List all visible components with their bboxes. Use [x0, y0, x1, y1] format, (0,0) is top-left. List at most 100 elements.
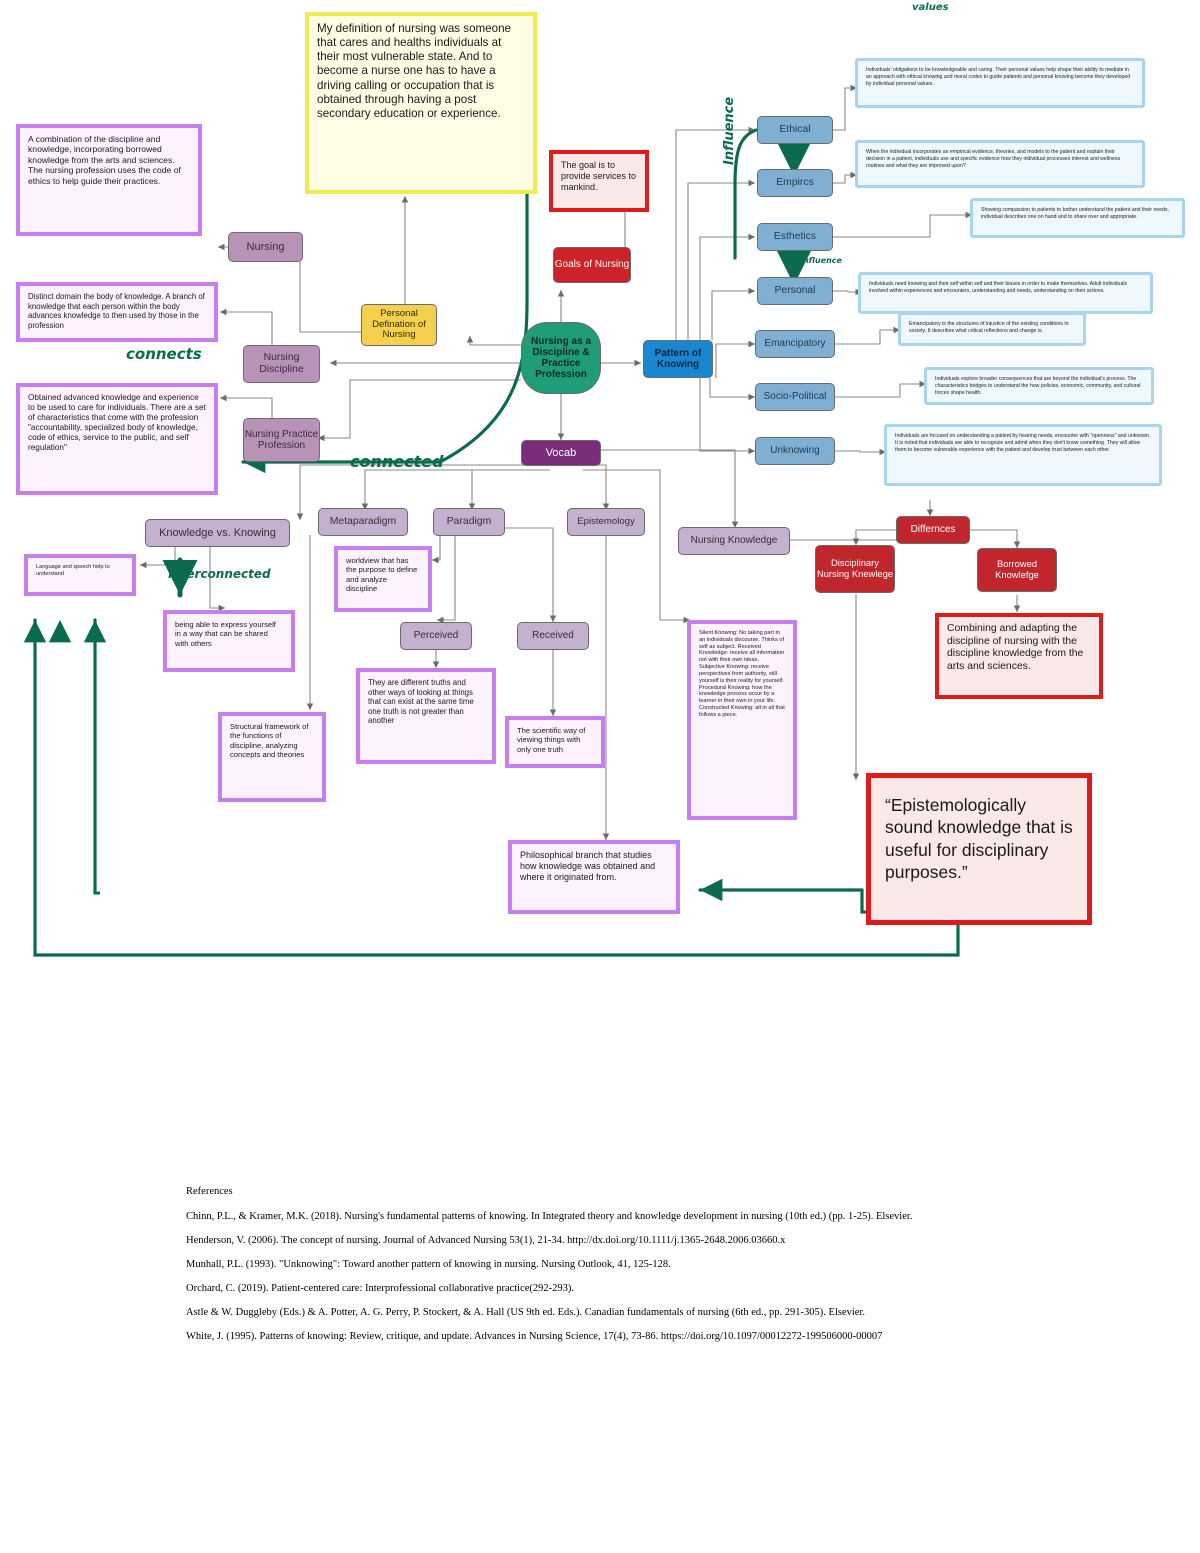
node-perceived-label: Perceived [413, 630, 459, 642]
reference-item: Orchard, C. (2019). Patient-centered car… [186, 1283, 575, 1294]
node-disciplinary-nursing-knowledge[interactable]: Disciplinary Nursing Knewlege [815, 545, 895, 593]
node-personal-definition[interactable]: Personal Defination of Nursing [361, 304, 437, 346]
node-socio-political-label: Socio-Political [763, 391, 827, 403]
reference-item: Chinn, P.L., & Kramer, M.K. (2018). Nurs… [186, 1211, 913, 1222]
node-metaparadigm[interactable]: Metaparadigm [318, 508, 408, 536]
paradigm-description-text: worldview that has the purpose to define… [346, 556, 418, 593]
socio-political-description-text: Individuals explore broader consequences… [935, 376, 1141, 397]
vocab-list-text: Silent Knowing: No taking part in an ind… [699, 630, 785, 718]
node-metaparadigm-label: Metaparadigm [329, 516, 397, 528]
node-received[interactable]: Received [517, 622, 589, 650]
knowing-box: being able to express yourself in a way … [163, 610, 295, 672]
node-socio-political[interactable]: Socio-Political [755, 383, 835, 411]
node-epistemology[interactable]: Epistemology [567, 508, 645, 536]
node-nursing[interactable]: Nursing [228, 232, 303, 262]
node-differences-label: Differnces [910, 524, 956, 536]
annotation-influence-top-text: Influence [722, 96, 737, 165]
node-differences[interactable]: Differnces [896, 516, 970, 544]
metaparadigm-description-text: Structural framework of the functions of… [230, 722, 309, 759]
node-emancipatory-label: Emancipatory [764, 338, 826, 350]
node-paradigm[interactable]: Paradigm [433, 508, 505, 536]
annotation-interconnected: interconnected [168, 567, 271, 581]
node-paradigm-label: Paradigm [446, 516, 492, 528]
node-unknowing[interactable]: Unknowing [755, 437, 835, 465]
nursing-description-text: A combination of the discipline and know… [28, 134, 181, 186]
personal-definition-note: My definition of nursing was someone tha… [305, 12, 537, 194]
annotation-influence-mid-text: Influence [800, 256, 842, 265]
knowledge-vs-knowing-box: Language and speech help to understand [24, 554, 136, 596]
node-goals-of-nursing[interactable]: Goals of Nursing [553, 247, 631, 283]
paradigm-description-box: worldview that has the purpose to define… [334, 546, 432, 612]
metaparadigm-description-box: Structural framework of the functions of… [218, 712, 326, 802]
esthetics-description-box: Showing compassion to patients to bother… [970, 198, 1185, 238]
node-nursing-practice-profession[interactable]: Nursing Practice Profession [243, 418, 320, 462]
personal-description-box: Individuals need knowing and their self … [858, 272, 1153, 314]
emancipatory-description-box: Emancipatory is the structures of injust… [898, 312, 1086, 346]
knowledge-vs-knowing-text: Language and speech help to understand [36, 564, 110, 577]
annotation-connected: connected [350, 452, 444, 471]
node-esthetics[interactable]: Esthetics [757, 223, 833, 251]
borrowed-description-text: Combining and adapting the discipline of… [947, 623, 1084, 673]
vocab-list-box: Silent Knowing: No taking part in an ind… [687, 620, 797, 820]
node-unknowing-label: Unknowing [770, 445, 820, 457]
node-personal-label: Personal [774, 285, 816, 297]
empirics-description-box: When the individual incorporates an empi… [855, 140, 1145, 188]
annotation-values-text: values [912, 2, 949, 13]
unknowing-description-text: Individuals are focused on understanding… [895, 433, 1151, 454]
goals-description-text: The goal is to provide services to manki… [561, 160, 637, 192]
received-description-box: The scientific way of viewing things wit… [505, 716, 605, 768]
epistemology-quote-box: “Epistemologically sound knowledge that … [866, 773, 1092, 925]
node-knowledge-vs-knowing[interactable]: Knowledge vs. Knowing [145, 519, 290, 547]
node-nursing-knowledge-label: Nursing Knowledge [690, 535, 778, 547]
node-ethical[interactable]: Ethical [757, 116, 833, 144]
node-ethical-label: Ethical [779, 124, 811, 136]
node-center[interactable]: Nursing as a Discipline & Practice Profe… [521, 322, 601, 394]
epistemology-quote-text: “Epistemologically sound knowledge that … [885, 795, 1073, 883]
references-heading: References [186, 1186, 233, 1197]
epistemology-description-text: Philosophical branch that studies how kn… [520, 850, 656, 882]
node-pattern-of-knowing-label: Pattern of Knowing [654, 347, 702, 370]
node-perceived[interactable]: Perceived [400, 622, 472, 650]
node-vocab-label: Vocab [545, 446, 577, 459]
annotation-connected-text: connected [350, 452, 444, 471]
reference-item: Henderson, V. (2006). The concept of nur… [186, 1235, 786, 1246]
epistemology-description-box: Philosophical branch that studies how kn… [508, 840, 680, 914]
profession-description-text: Obtained advanced knowledge and experien… [28, 393, 206, 452]
annotation-connects: connects [126, 345, 202, 363]
node-nursing-knowledge[interactable]: Nursing Knowledge [678, 527, 790, 555]
reference-item: Astle & W. Duggleby (Eds.) & A. Potter, … [186, 1307, 865, 1318]
node-empirics[interactable]: Empircs [757, 169, 833, 197]
annotation-influence-top: Influence [722, 97, 737, 165]
goals-description-box: The goal is to provide services to manki… [549, 150, 649, 212]
references-section: References Chinn, P.L., & Kramer, M.K. (… [186, 1186, 1016, 1355]
node-goals-of-nursing-label: Goals of Nursing [554, 259, 630, 271]
node-empirics-label: Empircs [776, 177, 814, 189]
node-knowledge-vs-knowing-label: Knowledge vs. Knowing [159, 526, 276, 539]
nursing-description-box: A combination of the discipline and know… [16, 124, 202, 236]
knowing-text: being able to express yourself in a way … [175, 620, 276, 648]
node-nursing-label: Nursing [246, 240, 285, 253]
reference-item: Munhall, P.L. (1993). "Unknowing": Towar… [186, 1259, 671, 1270]
node-pattern-of-knowing[interactable]: Pattern of Knowing [643, 340, 713, 378]
ethical-description-text: Individuals' obligations to be knowledge… [866, 67, 1131, 88]
perceived-description-box: They are different truths and other ways… [356, 668, 496, 764]
node-vocab[interactable]: Vocab [521, 440, 601, 466]
annotation-interconnected-text: interconnected [168, 567, 271, 581]
ethical-description-box: Individuals' obligations to be knowledge… [855, 58, 1145, 108]
discipline-description-text: Distinct domain the body of knowledge. A… [28, 292, 205, 330]
annotation-influence-mid: Influence [800, 256, 842, 265]
perceived-description-text: They are different truths and other ways… [368, 678, 474, 725]
node-nursing-discipline[interactable]: Nursing Discipline [243, 345, 320, 383]
esthetics-description-text: Showing compassion to patients to bother… [981, 207, 1170, 221]
node-emancipatory[interactable]: Emancipatory [755, 330, 835, 358]
node-borrowed-knowledge[interactable]: Borrowed Knowlefge [977, 548, 1057, 592]
node-personal[interactable]: Personal [757, 277, 833, 305]
personal-description-text: Individuals need knowing and their self … [869, 281, 1128, 295]
node-disciplinary-nursing-knowledge-label: Disciplinary Nursing Knewlege [816, 557, 894, 579]
node-received-label: Received [532, 630, 574, 642]
node-esthetics-label: Esthetics [773, 231, 817, 243]
unknowing-description-box: Individuals are focused on understanding… [884, 424, 1162, 486]
reference-item: White, J. (1995). Patterns of knowing: R… [186, 1331, 883, 1342]
received-description-text: The scientific way of viewing things wit… [517, 726, 586, 754]
